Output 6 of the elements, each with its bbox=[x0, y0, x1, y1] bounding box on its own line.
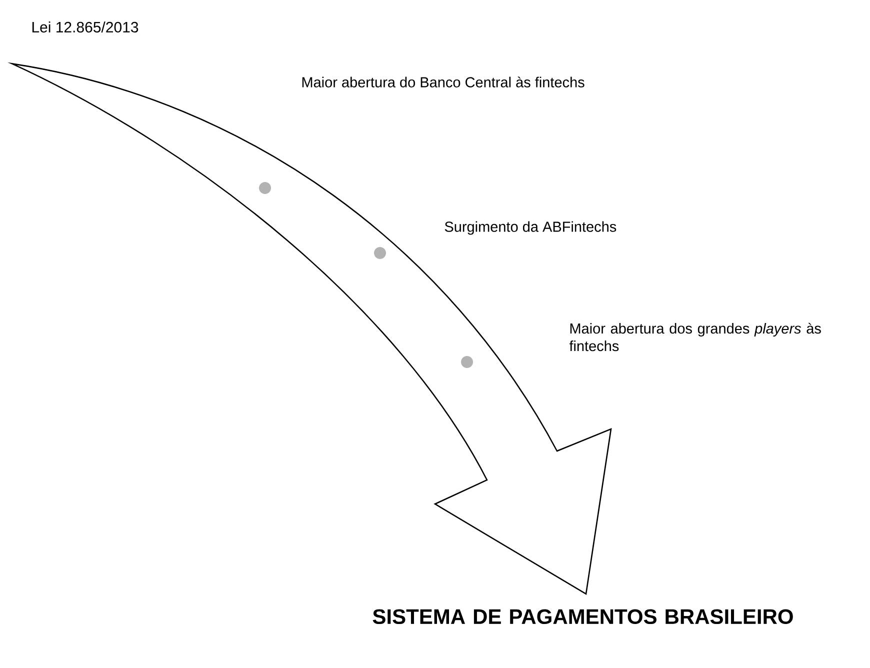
milestone-label: Maior abertura do Banco Central às fintechs bbox=[302, 76, 584, 88]
source-label: Lei 12.865/2013 bbox=[32, 22, 138, 32]
milestone-label: Surgimento da ABFintechs bbox=[444, 221, 616, 235]
milestone-label: Maior abertura dos grandes players às fintechs bbox=[569, 322, 821, 352]
title-text: SISTEMA DE PAGAMENTOS BRASILEIRO bbox=[372, 609, 793, 624]
curved-arrow bbox=[11, 63, 612, 595]
